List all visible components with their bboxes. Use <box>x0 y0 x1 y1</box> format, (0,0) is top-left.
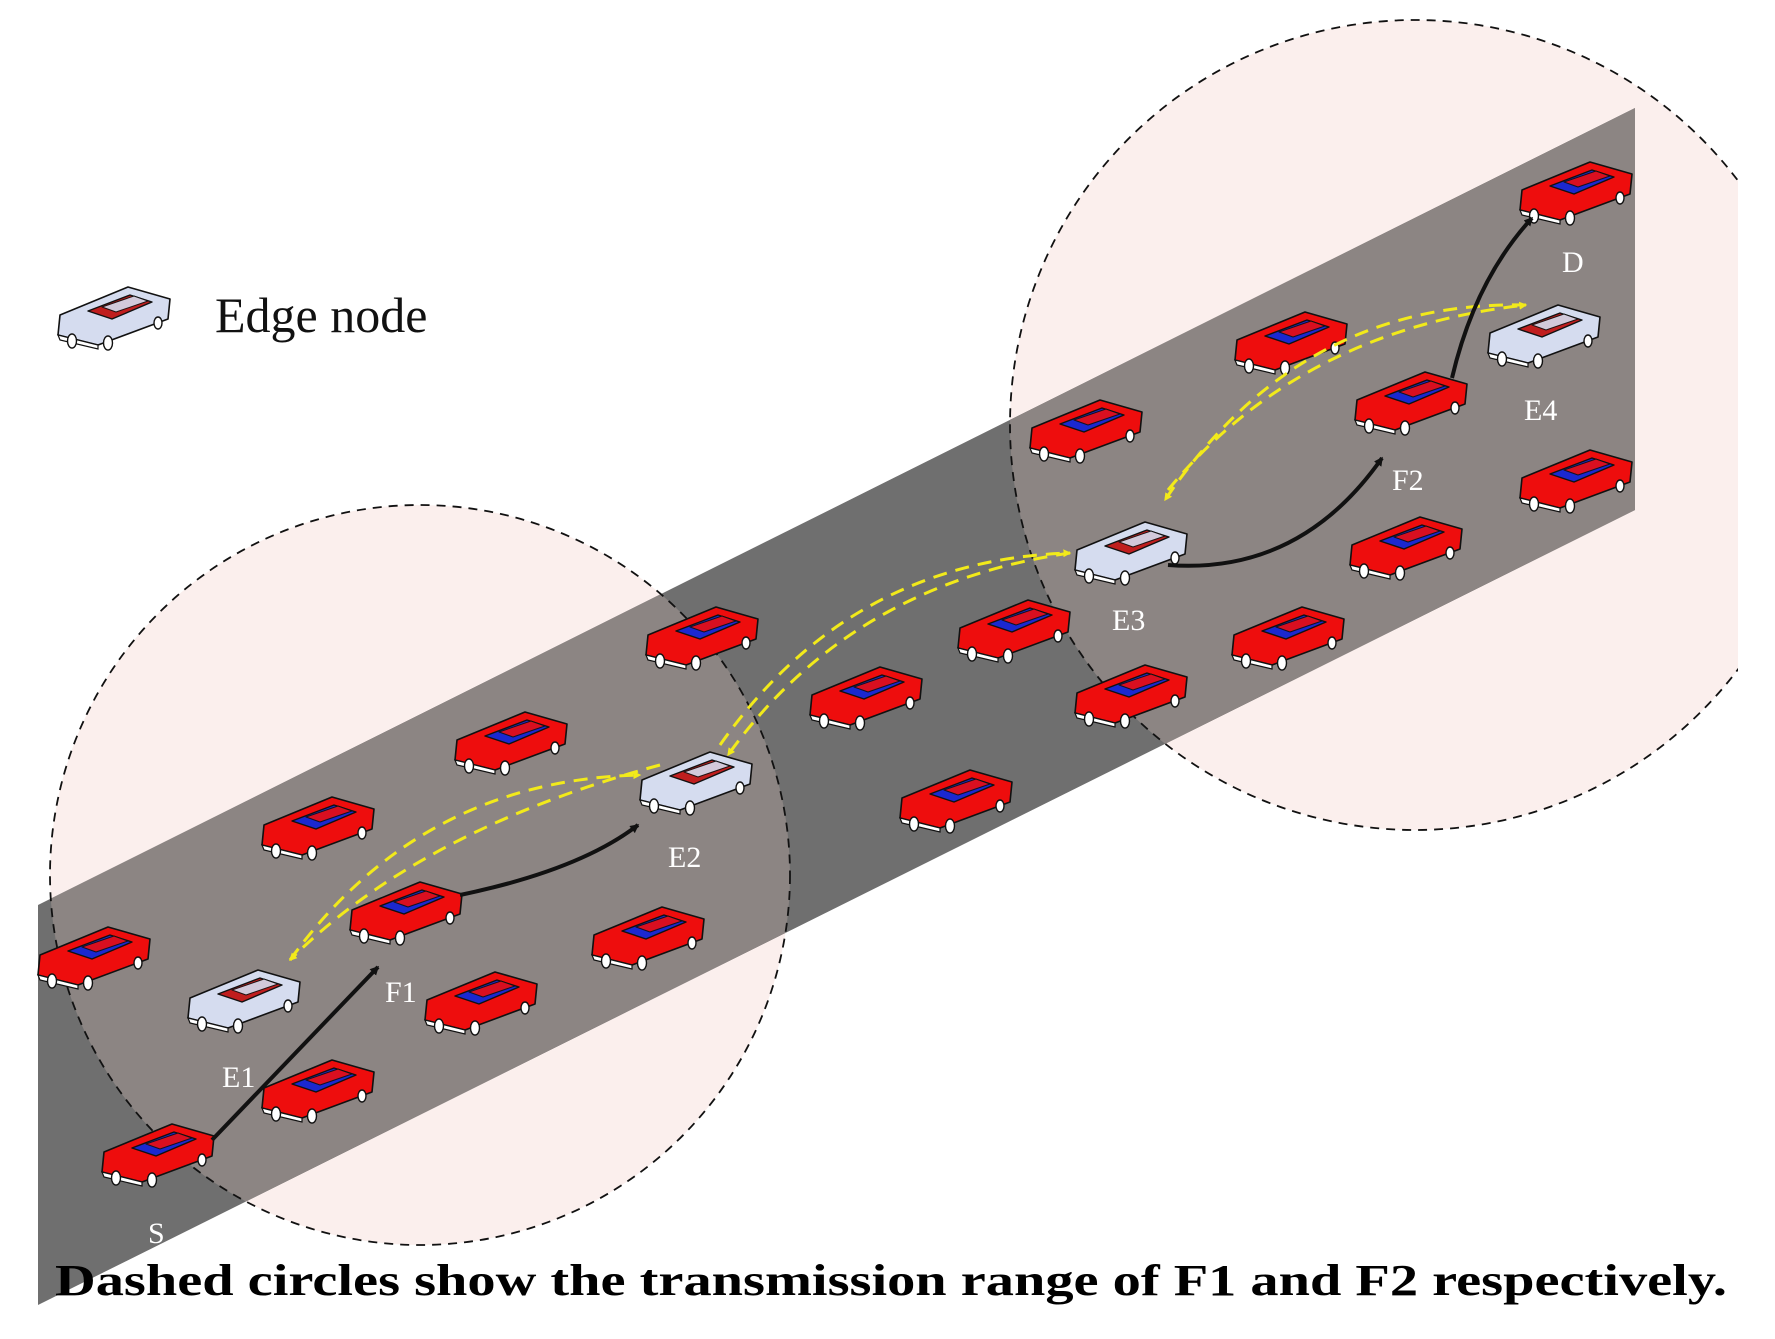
edge-node-e3 <box>1074 521 1188 586</box>
vehicle <box>1519 449 1633 514</box>
vehicle <box>591 906 705 971</box>
edge-node-e4 <box>1487 304 1601 369</box>
vehicle <box>261 1059 375 1124</box>
legend-edge-car <box>57 286 171 351</box>
path-e2-to-e3 <box>1167 456 1384 568</box>
label-f2: F2 <box>1392 464 1424 497</box>
edge-links <box>288 301 1528 962</box>
label-e3: E3 <box>1112 604 1145 637</box>
edge-link-e3-to-e4 <box>1166 301 1528 491</box>
vehicle <box>1074 664 1188 729</box>
vehicles <box>37 161 1633 1188</box>
label-s: S <box>148 1217 165 1250</box>
vehicle <box>957 599 1071 664</box>
legend: Edge node <box>57 286 427 351</box>
vehicle <box>809 666 923 731</box>
vehicle <box>261 796 375 861</box>
edge-node-e1 <box>187 969 301 1034</box>
vehicle <box>1231 606 1345 671</box>
label-f1: F1 <box>385 976 417 1009</box>
label-e2: E2 <box>668 841 701 874</box>
vehicle-f1 <box>349 881 463 946</box>
edge-link-e3-to-e2 <box>726 551 1071 757</box>
path-f1-to-e2 <box>459 823 640 897</box>
vehicle <box>37 926 151 991</box>
road-in-f2-range <box>1010 108 1635 830</box>
edge-node-e2 <box>639 751 753 816</box>
vehicle-d <box>1519 161 1633 226</box>
edge-link-e4-to-e3 <box>1163 303 1527 502</box>
edge-link-e2-to-e1 <box>288 763 661 962</box>
label-d: D <box>1562 246 1584 279</box>
path-f2-to-d <box>1450 216 1534 379</box>
forwarding-path <box>210 216 1534 1142</box>
vehicle <box>454 711 568 776</box>
vehicle-f2 <box>1354 371 1468 436</box>
label-e4: E4 <box>1524 394 1557 427</box>
vehicle-s <box>101 1123 215 1188</box>
edge-link-e1-to-e2 <box>288 771 642 961</box>
node-labels: S E1 F1 E2 E3 F2 E4 D <box>148 246 1584 1250</box>
legend-label: Edge node <box>215 287 427 343</box>
caption: Dashed circles show the transmission ran… <box>55 1256 1727 1305</box>
vehicle <box>899 769 1013 834</box>
path-s-to-f1 <box>210 965 380 1142</box>
edge-link-e2-to-e3 <box>718 549 1072 746</box>
vehicle <box>1029 399 1143 464</box>
edge-node-car-icon <box>57 286 171 351</box>
vehicle <box>645 606 759 671</box>
vehicle <box>1349 516 1463 581</box>
label-e1: E1 <box>222 1061 255 1094</box>
vehicle <box>1234 311 1348 376</box>
f2-range-circle <box>1009 19 1738 831</box>
vehicle <box>424 971 538 1036</box>
f1-range-circle <box>49 504 791 1246</box>
